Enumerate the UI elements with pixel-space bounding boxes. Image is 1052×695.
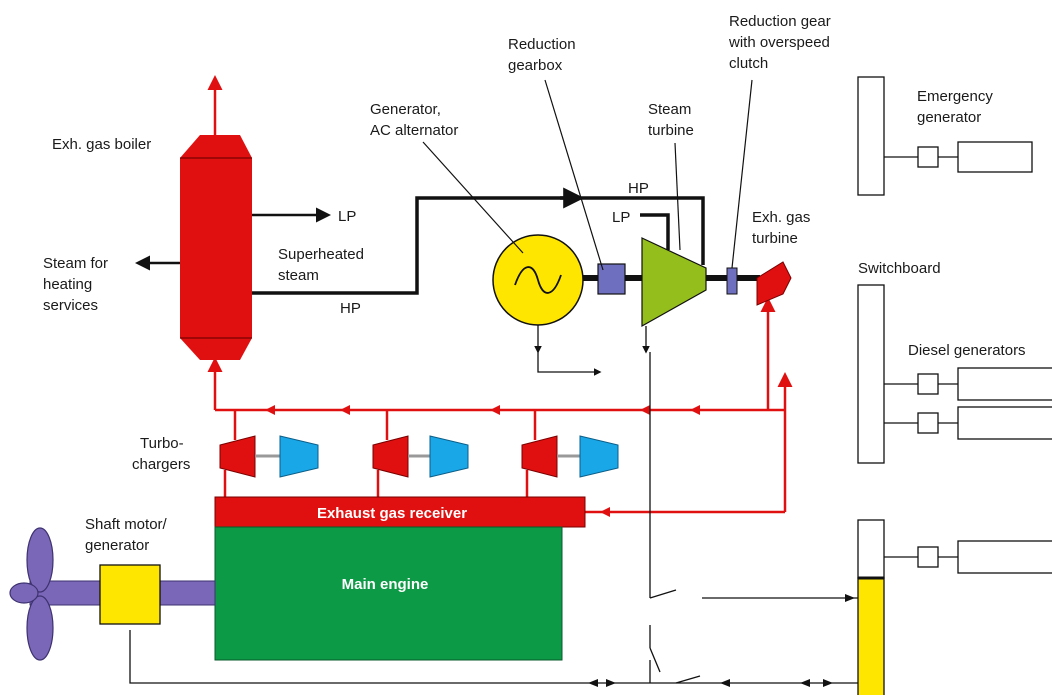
boiler-steam-lines bbox=[135, 187, 705, 295]
exhaust-flow-arrows bbox=[265, 405, 700, 517]
label-generator-1: Generator, bbox=[370, 101, 441, 118]
label-hp-in: HP bbox=[628, 180, 649, 197]
label-exhaust-receiver: Exhaust gas receiver bbox=[317, 505, 467, 522]
label-superheated-2: steam bbox=[278, 267, 319, 284]
label-reduction-gear-3: clutch bbox=[729, 55, 768, 72]
label-lp-in: LP bbox=[612, 209, 630, 226]
exhaust-gas-receiver bbox=[214, 496, 586, 528]
label-exh-gas-boiler: Exh. gas boiler bbox=[52, 136, 151, 153]
label-switchboard: Switchboard bbox=[858, 260, 941, 277]
label-reduction-gear-1: Reduction gear bbox=[729, 13, 831, 30]
propeller-icon bbox=[9, 527, 54, 661]
shaft-gen-switchboard-top bbox=[857, 519, 885, 579]
label-lp-out: LP bbox=[338, 208, 356, 225]
label-generator-2: AC alternator bbox=[370, 122, 458, 139]
shaft-motor-generator bbox=[99, 564, 161, 625]
label-steam-heating-1: Steam for bbox=[43, 255, 108, 272]
exh-gas-turbine bbox=[756, 261, 792, 306]
emergency-switchboard bbox=[857, 76, 885, 196]
label-superheated-1: Superheated bbox=[278, 246, 364, 263]
diesel-generator-1 bbox=[884, 367, 1052, 401]
main-engine bbox=[214, 526, 563, 661]
emergency-generator-box bbox=[957, 141, 1033, 173]
label-reduction-gear-2: with overspeed bbox=[728, 34, 830, 51]
label-exh-gas-turbine-2: turbine bbox=[752, 230, 798, 247]
label-shaft-motor-2: generator bbox=[85, 537, 149, 554]
label-shaft-motor-1: Shaft motor/ bbox=[85, 516, 168, 533]
label-hp-out: HP bbox=[340, 300, 361, 317]
exhaust-gas-boiler bbox=[180, 135, 252, 360]
turbocharger-1 bbox=[219, 435, 319, 478]
label-steam-turbine-2: turbine bbox=[648, 122, 694, 139]
label-reduction-gearbox-2: gearbox bbox=[508, 57, 563, 74]
diesel-generator-2 bbox=[884, 406, 1052, 440]
label-turbochargers-1: Turbo- bbox=[140, 435, 184, 452]
ac-generator bbox=[492, 234, 584, 326]
label-exh-gas-turbine-1: Exh. gas bbox=[752, 209, 810, 226]
shaft-gen-switchboard-yellow bbox=[857, 577, 885, 695]
diesel-generator-3 bbox=[884, 540, 1052, 574]
steam-turbine bbox=[641, 237, 707, 328]
label-steam-turbine-1: Steam bbox=[648, 101, 691, 118]
callout-lines bbox=[422, 79, 753, 271]
turbocharger-2 bbox=[372, 435, 469, 478]
label-main-engine: Main engine bbox=[342, 576, 429, 593]
main-switchboard bbox=[857, 284, 885, 464]
label-reduction-gearbox-1: Reduction bbox=[508, 36, 576, 53]
label-diesel-generators: Diesel generators bbox=[908, 342, 1026, 359]
label-steam-heating-2: heating bbox=[43, 276, 92, 293]
turbocharger-3 bbox=[521, 435, 619, 478]
label-emergency-1: Emergency bbox=[917, 88, 993, 105]
electrical-arrows bbox=[588, 594, 855, 687]
label-steam-heating-3: services bbox=[43, 297, 98, 314]
emergency-coupling bbox=[917, 146, 939, 168]
label-turbochargers-2: chargers bbox=[132, 456, 190, 473]
label-emergency-2: generator bbox=[917, 109, 981, 126]
reduction-gear-clutch bbox=[726, 267, 738, 295]
